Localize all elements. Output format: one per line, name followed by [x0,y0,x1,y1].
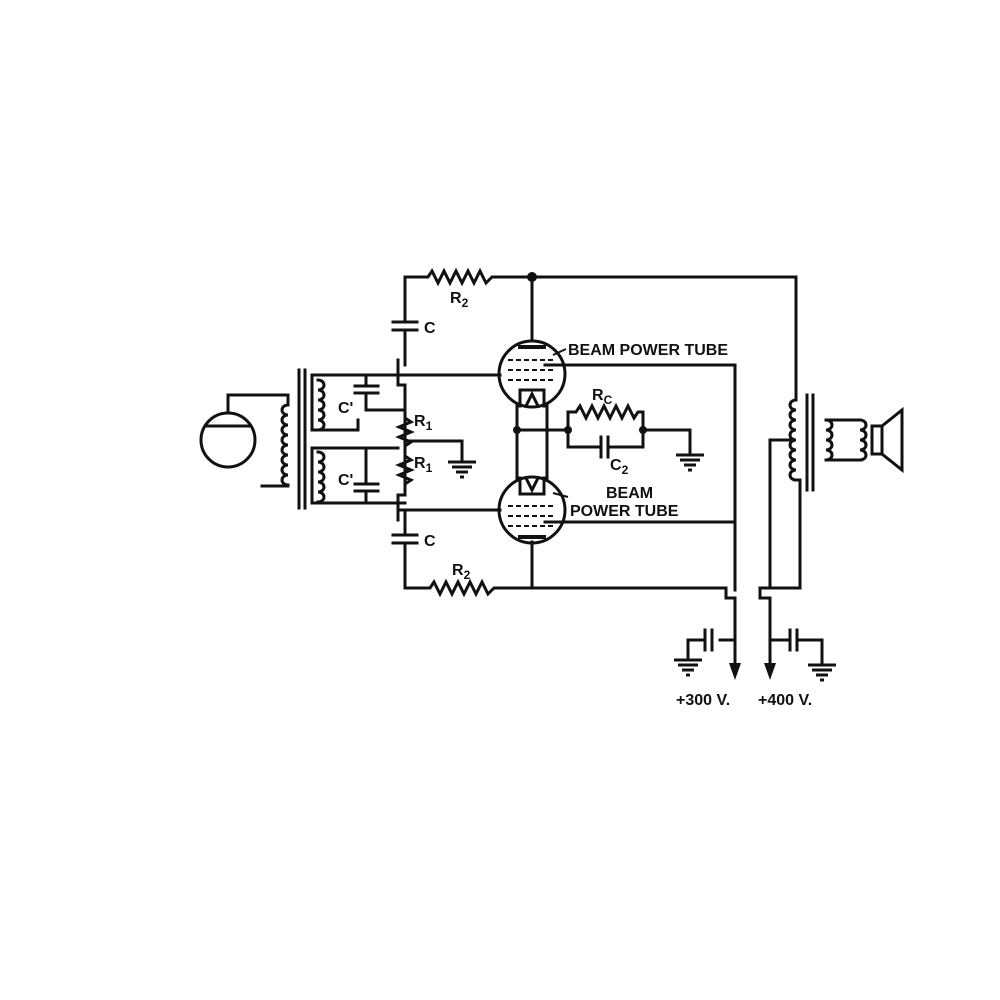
arrow-tube-bottom [552,492,569,498]
r1-center-ground [403,439,476,479]
label-c-prime-top: C' [338,400,353,417]
label-r1-top: R1 [414,413,433,433]
label-c-prime-bottom: C' [338,472,353,489]
label-supply-300v: +300 V. [676,692,730,709]
screen-bus [527,272,798,590]
label-r1-bottom: R1 [414,455,433,475]
loudspeaker [858,406,904,474]
label-tube-bottom-1: BEAM [606,485,653,502]
cathode-network [513,402,704,480]
capacitor-c-bottom [391,510,419,590]
plate-leads [674,363,741,680]
label-supply-400v: +400 V. [758,692,812,709]
label-r2-bottom: R2 [452,562,471,582]
capacitor-c-prime-top [353,373,407,432]
label-c2: C2 [610,457,629,477]
resistor-r1-top [395,410,415,454]
resistor-r2-top [403,267,534,287]
input-transformer [280,368,400,510]
beam-power-tube-bottom [497,475,737,545]
label-tube-bottom-2: POWER TUBE [570,503,679,520]
label-r2-top: R2 [450,290,469,310]
label-tube-top: BEAM POWER TUBE [568,342,728,359]
resistor-r1-bottom [395,450,415,497]
capacitor-c-top [391,275,419,367]
label-c-top: C [424,320,436,337]
beam-power-tube-top [497,339,737,409]
output-transformer [788,393,862,492]
input-source [199,393,290,488]
arrow-tube-top [552,348,567,356]
output-plate-leads [758,438,836,682]
label-c-bottom: C [424,533,436,550]
resistor-r2-bottom [403,578,534,598]
label-rc: RC [592,387,613,407]
